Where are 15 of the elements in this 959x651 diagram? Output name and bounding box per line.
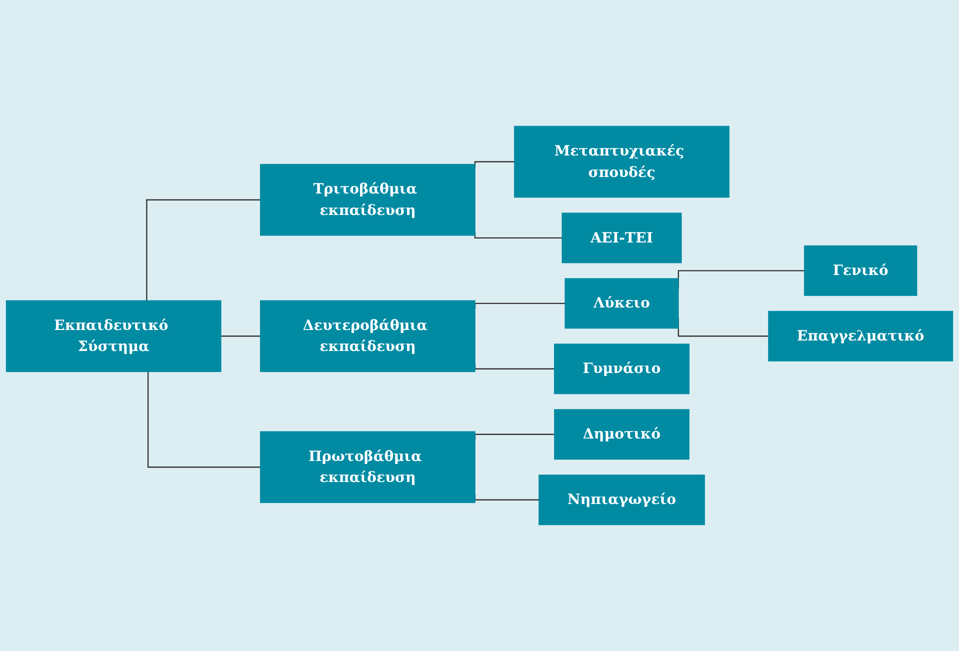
node-box: Μεταπτυχιακές σπουδές <box>514 126 730 198</box>
node-box: ΑΕΙ-ΤΕΙ <box>562 212 682 264</box>
node-box: Γυμνάσιο <box>554 344 690 394</box>
node-box: Τριτοβάθμια εκπαίδευση <box>260 164 476 236</box>
node-box: Λύκειο <box>564 278 679 329</box>
node-box: Γενικό <box>804 245 918 296</box>
node-box: Εκπαιδευτικό Σύστημα <box>6 300 222 372</box>
node-box: Νηπιαγωγείο <box>538 474 705 526</box>
node-box: Πρωτοβάθμια εκπαίδευση <box>260 431 476 504</box>
connector <box>220 336 260 337</box>
node-box: Επαγγελματικό <box>768 310 954 362</box>
connector <box>147 372 260 468</box>
node-box: Δευτεροβάθμια εκπαίδευση <box>260 300 476 372</box>
connector <box>146 199 260 301</box>
node-box: Δημοτικό <box>554 409 690 460</box>
